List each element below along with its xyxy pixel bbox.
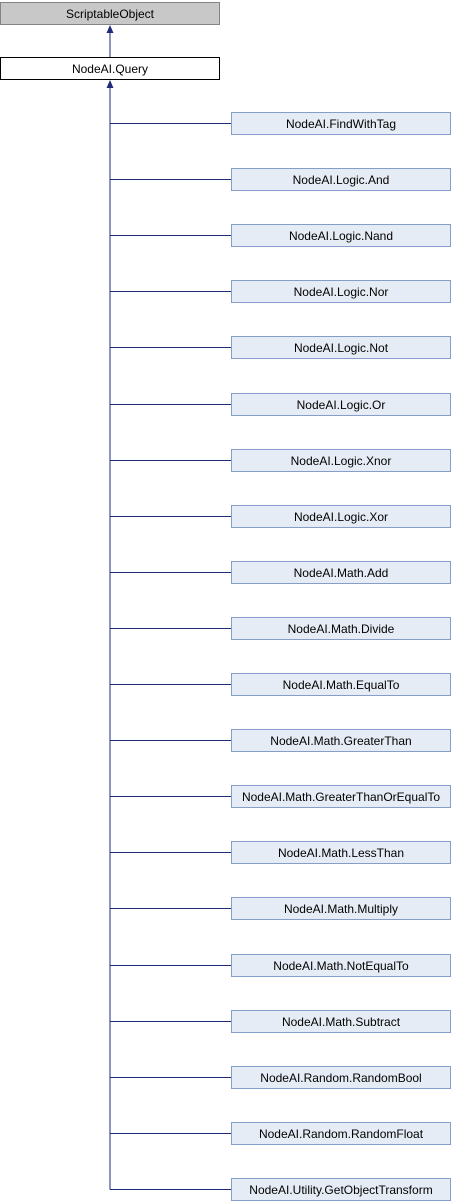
arrowhead-scriptableobject — [106, 25, 114, 33]
class-node-scriptableobject[interactable]: ScriptableObject — [0, 2, 220, 25]
class-node-nodeai-logic-xnor[interactable]: NodeAI.Logic.Xnor — [231, 449, 451, 472]
class-node-nodeai-math-notequalto[interactable]: NodeAI.Math.NotEqualTo — [231, 954, 451, 977]
class-node-nodeai-math-multiply[interactable]: NodeAI.Math.Multiply — [231, 897, 451, 920]
class-node-nodeai-logic-not[interactable]: NodeAI.Logic.Not — [231, 336, 451, 359]
arrowhead-query — [106, 80, 114, 88]
class-node-nodeai-math-greaterthan[interactable]: NodeAI.Math.GreaterThan — [231, 729, 451, 752]
class-node-nodeai-utility-getobjecttransform[interactable]: NodeAI.Utility.GetObjectTransform — [231, 1178, 451, 1201]
class-node-nodeai-logic-nand[interactable]: NodeAI.Logic.Nand — [231, 224, 451, 247]
class-node-nodeai-logic-and[interactable]: NodeAI.Logic.And — [231, 168, 451, 191]
class-node-nodeai-math-add[interactable]: NodeAI.Math.Add — [231, 561, 451, 584]
class-node-nodeai-math-lessthan[interactable]: NodeAI.Math.LessThan — [231, 841, 451, 864]
class-node-nodeai-random-randomfloat[interactable]: NodeAI.Random.RandomFloat — [231, 1122, 451, 1145]
class-node-nodeai-findwithtag[interactable]: NodeAI.FindWithTag — [231, 112, 451, 135]
class-node-nodeai-logic-xor[interactable]: NodeAI.Logic.Xor — [231, 505, 451, 528]
class-node-nodeai-math-greaterthanorequalto[interactable]: NodeAI.Math.GreaterThanOrEqualTo — [231, 785, 451, 808]
class-node-nodeai-query[interactable]: NodeAI.Query — [0, 57, 220, 80]
class-node-nodeai-math-subtract[interactable]: NodeAI.Math.Subtract — [231, 1010, 451, 1033]
class-node-nodeai-logic-or[interactable]: NodeAI.Logic.Or — [231, 393, 451, 416]
class-node-nodeai-logic-nor[interactable]: NodeAI.Logic.Nor — [231, 280, 451, 303]
class-node-nodeai-random-randombool[interactable]: NodeAI.Random.RandomBool — [231, 1066, 451, 1089]
class-node-nodeai-math-divide[interactable]: NodeAI.Math.Divide — [231, 617, 451, 640]
class-node-nodeai-math-equalto[interactable]: NodeAI.Math.EqualTo — [231, 673, 451, 696]
